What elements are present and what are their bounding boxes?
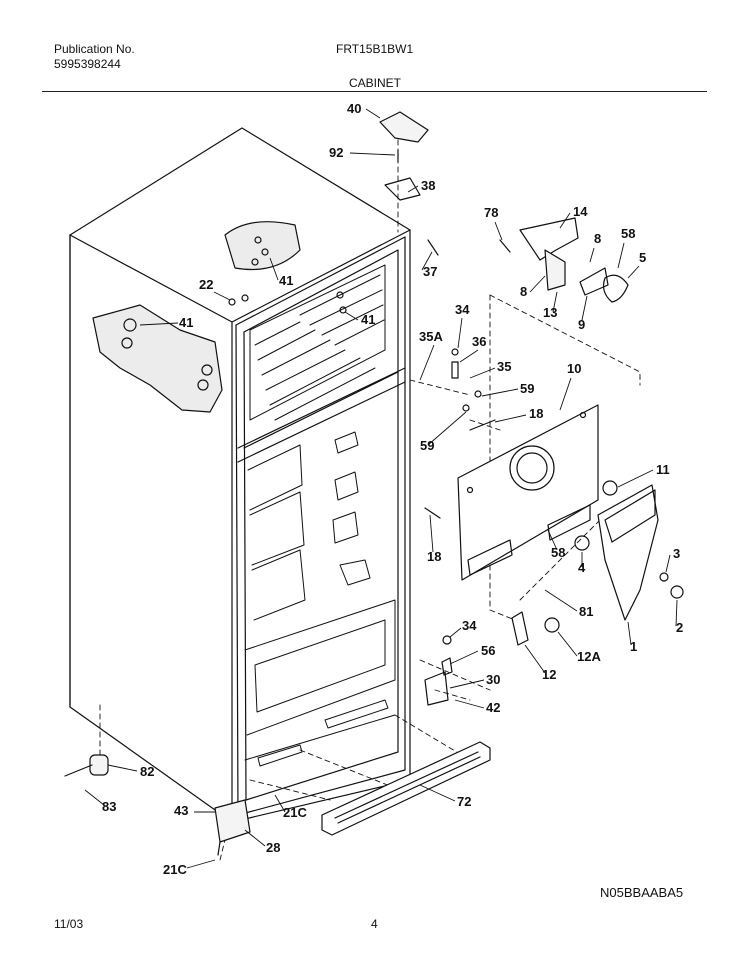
callout-14: 14	[573, 204, 588, 219]
cabinet-vents	[257, 699, 389, 767]
leader-lines	[84, 108, 678, 869]
callout-43: 43	[174, 803, 188, 818]
callout-18-upper: 18	[529, 406, 543, 421]
callout-35: 35	[497, 359, 511, 374]
callout-35A: 35A	[419, 329, 443, 344]
insulation-41-top	[224, 221, 301, 271]
callout-41-left: 41	[179, 315, 193, 330]
drawing-code: N05BBAABA5	[600, 885, 684, 900]
callout-56: 56	[481, 643, 495, 658]
page-number: 4	[371, 917, 378, 931]
callout-40: 40	[347, 101, 361, 116]
callout-3: 3	[673, 546, 680, 561]
callout-11: 11	[656, 462, 670, 477]
bracket-43-28	[214, 799, 251, 856]
callout-38: 38	[421, 178, 435, 193]
freezer-ribs	[249, 264, 386, 421]
callout-78: 78	[484, 205, 498, 220]
callout-92: 92	[329, 145, 343, 160]
callout-58-upper: 58	[621, 226, 635, 241]
model-number: FRT15B1BW1	[336, 42, 414, 56]
callout-21C-bottom: 21C	[163, 862, 187, 877]
callout-8-lower: 8	[520, 284, 527, 299]
fresh-food-interior	[244, 431, 396, 761]
callout-72: 72	[457, 794, 471, 809]
callout-12A: 12A	[577, 649, 601, 664]
evaporator-cover-panel	[457, 404, 599, 581]
callout-18-lower: 18	[427, 549, 441, 564]
callout-37: 37	[423, 264, 437, 279]
callout-42: 42	[486, 700, 500, 715]
callout-41-top: 41	[279, 273, 293, 288]
callout-59-left: 59	[420, 438, 434, 453]
publication-number: 5995398244	[54, 57, 121, 71]
section-title: CABINET	[349, 76, 402, 90]
callout-1: 1	[630, 639, 637, 654]
header-rule	[42, 91, 707, 92]
callout-labels: 40 92 38 78 14 8 58 5 37 41 22 41 41 8 1…	[102, 101, 683, 877]
control-housing-1	[597, 484, 659, 621]
callout-13: 13	[543, 305, 557, 320]
callout-22: 22	[199, 277, 213, 292]
callout-2: 2	[676, 620, 683, 635]
callout-81: 81	[579, 604, 593, 619]
fan-assembly	[519, 217, 629, 303]
callout-34-lower: 34	[462, 618, 477, 633]
callout-83: 83	[102, 799, 116, 814]
callout-9: 9	[578, 317, 585, 332]
callout-5: 5	[639, 250, 646, 265]
callout-28: 28	[266, 840, 280, 855]
callout-4: 4	[578, 560, 586, 575]
callout-30: 30	[486, 672, 500, 687]
publication-label: Publication No.	[54, 42, 135, 56]
top-hinge-parts	[379, 111, 439, 256]
callout-41-center: 41	[361, 312, 375, 327]
callout-58-lower: 58	[551, 545, 565, 560]
callout-82: 82	[140, 764, 154, 779]
callout-8-upper: 8	[594, 231, 601, 246]
callout-21C-right: 21C	[283, 805, 307, 820]
cabinet-shell	[69, 127, 411, 823]
callout-12: 12	[542, 667, 556, 682]
small-hardware	[228, 239, 684, 706]
toe-grille-72	[321, 741, 491, 836]
insulation-41-left	[92, 304, 223, 413]
callout-10: 10	[567, 361, 581, 376]
callout-59-right: 59	[520, 381, 534, 396]
callout-36: 36	[472, 334, 486, 349]
callout-34-upper: 34	[455, 302, 470, 317]
roller-82	[64, 754, 109, 777]
footer-date: 11/03	[54, 917, 84, 931]
